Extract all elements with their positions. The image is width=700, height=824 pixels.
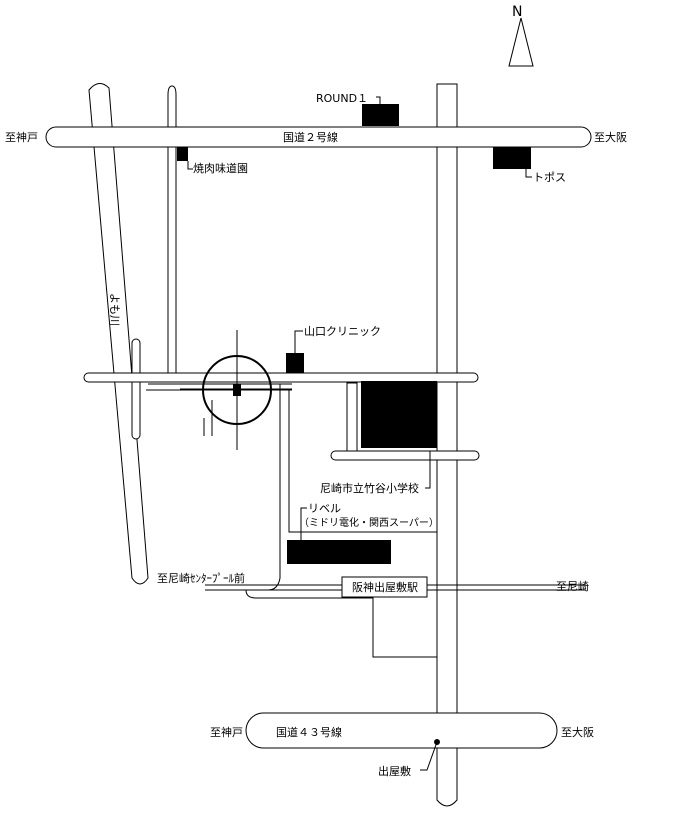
route2-road: 国道２号線 至神戸 至大阪 <box>5 126 627 148</box>
landmark-clinic: 山口クリニック <box>286 325 381 373</box>
deyashiki-label: 出屋敷 <box>378 764 411 778</box>
round1-label: ROUND１ <box>316 92 368 105</box>
river: よも川 <box>88 83 149 585</box>
bus-stop-direction: 至尼崎ｾﾝﾀｰﾌﾟｰﾙ前 <box>157 571 245 585</box>
route43-west: 至神戸 <box>210 725 243 739</box>
clinic-label: 山口クリニック <box>304 325 381 338</box>
landmark-ribel: リベル （ミドリ電化・関西スーパー） <box>287 502 439 564</box>
streets-vertical <box>131 83 458 807</box>
landmark-yakiniku: 焼肉味道園 <box>177 147 248 175</box>
tobos-label: トポス <box>533 171 566 184</box>
north-arrow-icon: N <box>508 4 534 67</box>
school-label: 尼崎市立竹谷小学校 <box>320 481 419 495</box>
ribel-sub-label: （ミドリ電化・関西スーパー） <box>299 516 439 529</box>
yakiniku-label: 焼肉味道園 <box>193 161 248 175</box>
river-label: よも川 <box>108 293 121 326</box>
station-name: 阪神出屋敷駅 <box>352 580 418 594</box>
rail-east-label: 至尼崎 <box>556 579 589 593</box>
deyashiki-marker: 出屋敷 <box>378 739 440 778</box>
route43-name: 国道４３号線 <box>276 725 342 739</box>
landmark-school: 尼崎市立竹谷小学校 <box>320 381 437 495</box>
hanshin-rail-line: 至尼崎 至尼崎ｾﾝﾀｰﾌﾟｰﾙ前 阪神出屋敷駅 <box>157 571 589 598</box>
ribel-label: リベル <box>308 502 341 515</box>
route43-road: 国道４３号線 至神戸 至大阪 <box>210 712 594 749</box>
landmark-round1: ROUND１ <box>316 92 399 126</box>
target-location-marker <box>180 330 290 450</box>
route2-west: 至神戸 <box>5 130 38 144</box>
route43-east: 至大阪 <box>561 725 594 739</box>
north-label: N <box>512 4 522 20</box>
route2-name: 国道２号線 <box>283 130 338 144</box>
landmark-tobos: トポス <box>493 147 566 184</box>
route2-east: 至大阪 <box>594 130 627 144</box>
